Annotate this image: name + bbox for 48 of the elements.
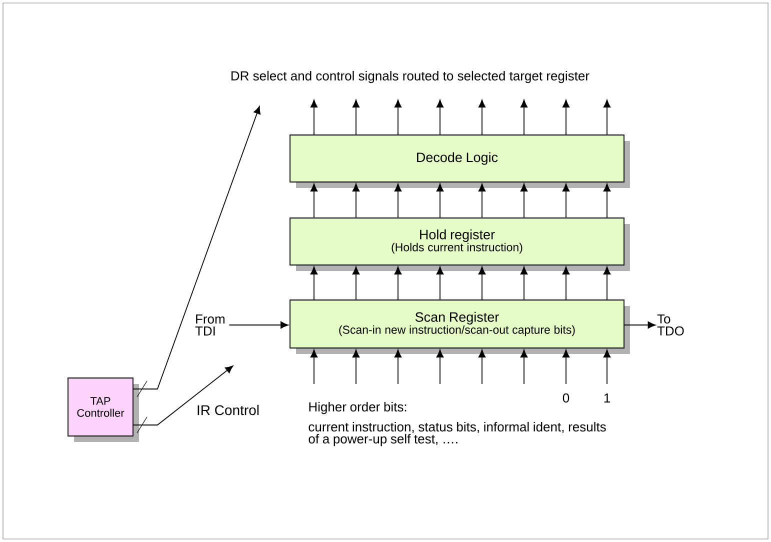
arrow: [478, 100, 486, 135]
arrow: [352, 350, 360, 384]
note-text: current instruction, status bits, informal ident, results of a power-up self test, ….: [308, 422, 606, 446]
arrow: [310, 100, 318, 135]
arrow: [133, 366, 234, 426]
arrow: [520, 184, 528, 218]
arrow: [133, 106, 260, 390]
signal-label: To TDO: [657, 314, 684, 336]
arrow: [478, 184, 486, 218]
arrow: [394, 184, 402, 218]
arrow: [436, 184, 444, 218]
arrow: [352, 266, 360, 300]
arrow: [603, 350, 611, 384]
note-heading: Higher order bits:: [309, 402, 406, 414]
arrow: [520, 100, 528, 135]
arrow: [562, 266, 570, 300]
arrow: [478, 350, 486, 384]
arrow: [310, 350, 318, 384]
decode-logic-box: Decode Logic: [290, 134, 630, 188]
arrow: [352, 100, 360, 135]
arrow: [603, 266, 611, 300]
arrow: [436, 266, 444, 300]
arrow: [436, 350, 444, 384]
arrow: [562, 184, 570, 218]
register-box: Hold register (Holds current instruction): [290, 218, 630, 271]
arrow: [520, 350, 528, 384]
caption-text: DR select and control signals routed to selected target register: [232, 70, 590, 84]
signal-label: From TDI: [195, 314, 224, 336]
arrow: [478, 266, 486, 300]
register-box: Scan Register (Scan-in new instruction/scan-out capture bits): [290, 300, 630, 354]
bit-number: 0: [562, 393, 570, 403]
arrow: [603, 100, 611, 135]
arrow: [394, 100, 402, 135]
edge-label: IR Control: [196, 404, 261, 416]
bit-number: 1: [604, 394, 610, 402]
arrow: [436, 100, 444, 135]
arrow: [352, 184, 360, 218]
arrow: [562, 100, 570, 135]
arrow: [603, 184, 611, 218]
controller-box: TAP Controller: [68, 378, 139, 442]
arrow: [562, 350, 570, 384]
arrow: [394, 266, 402, 300]
arrow: [310, 266, 318, 300]
arrow: [310, 184, 318, 218]
arrow: [624, 321, 656, 329]
arrow: [228, 321, 288, 329]
arrow: [520, 266, 528, 300]
arrow: [394, 350, 402, 384]
